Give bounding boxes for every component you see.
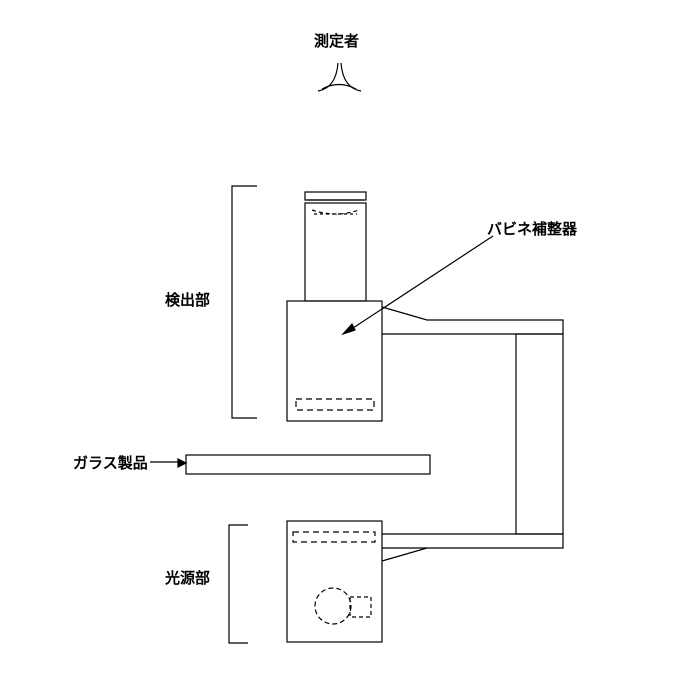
- support-frame: [381, 306, 564, 562]
- light-source-bracket: [228, 524, 248, 644]
- lamp-icon: [314, 587, 352, 625]
- glass-product-label: ガラス製品: [73, 454, 148, 472]
- detector-body: [286, 300, 383, 422]
- babinet-leader-arrowhead: [341, 322, 356, 336]
- babinet-leader-line: [349, 235, 494, 331]
- eyepiece-tube: [304, 191, 367, 302]
- glass-product: [185, 454, 431, 475]
- detector-label: 検出部: [165, 291, 210, 309]
- light-source-label: 光源部: [164, 569, 210, 587]
- observer-label: 測定者: [314, 32, 359, 50]
- light-source-body: [286, 520, 383, 643]
- eye-icon: [317, 62, 362, 92]
- detector-bracket: [231, 185, 257, 419]
- glass-leader-arrowhead: [177, 458, 188, 468]
- lamp-housing: [349, 596, 372, 618]
- babinet-compensator-label: バビネ補整器: [487, 220, 578, 238]
